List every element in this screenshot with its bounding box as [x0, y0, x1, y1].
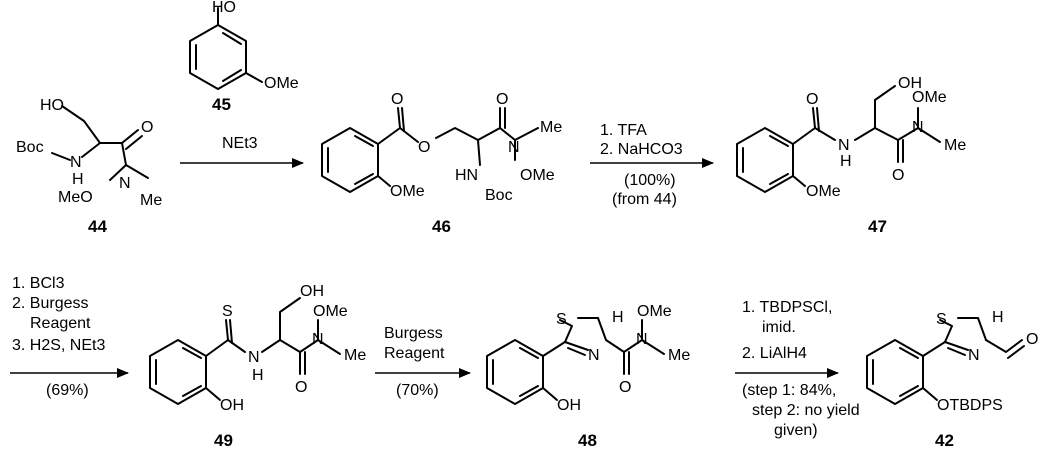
atom-label: OH [898, 75, 922, 92]
atom-label: HO [40, 97, 64, 114]
atom-label: N [312, 331, 324, 348]
atom-label: Me [944, 137, 966, 154]
compound-44: HO Boc N H O N MeO Me 44 [16, 97, 162, 236]
atom-label: HO [212, 0, 236, 16]
compound-number: 47 [868, 217, 887, 236]
atom-label: O [141, 119, 153, 136]
atom-label: H [612, 309, 624, 326]
atom-label: O [295, 379, 307, 396]
reaction-arrow-1: NEt3 [180, 135, 304, 168]
atom-label: H [840, 153, 852, 170]
compound-47: OH O N H N OMe Me O OMe 47 [736, 75, 966, 236]
compound-number: 46 [432, 217, 451, 236]
atom-label: HN [455, 167, 478, 184]
atom-label: Me [668, 347, 690, 364]
atom-label: OMe [912, 89, 947, 106]
reagent-label: imid. [762, 319, 796, 336]
reagent-label: 2. Burgess [12, 295, 88, 312]
reaction-arrow-5: 1. TBDPSCl, imid. 2. LiAlH4 (step 1: 84%… [735, 299, 860, 439]
reagent-label: 1. TFA [600, 122, 647, 139]
reaction-arrow-3: 1. BCl3 2. Burgess Reagent 3. H2S, NEt3 … [10, 275, 129, 399]
atom-label: Me [540, 119, 562, 136]
yield-label: step 2: no yield [752, 402, 860, 419]
reagent-label: Burgess [384, 325, 443, 342]
atom-label: OMe [264, 75, 299, 92]
atom-label: OH [220, 397, 244, 414]
atom-label: OMe [390, 183, 425, 200]
compound-49: S N H OH O N OMe Me OH 49 [149, 283, 366, 450]
atom-label: H [992, 309, 1004, 326]
atom-label: Boc [16, 139, 44, 156]
atom-label: MeO [58, 189, 93, 206]
compound-48: S N H O N OMe Me OH 48 [486, 303, 690, 450]
reagent-label: 3. H2S, NEt3 [12, 337, 105, 354]
yield-label: (100%) [624, 172, 676, 189]
atom-label: O [1026, 331, 1038, 348]
compound-46: O O O N Me OMe HN Boc OMe 46 [321, 91, 562, 236]
atom-label: Me [344, 347, 366, 364]
compound-number: 42 [935, 431, 954, 450]
yield-label: given) [774, 422, 818, 439]
atom-label: OTBDPS [937, 397, 1003, 414]
reagent-label: 2. LiAlH4 [742, 345, 807, 362]
atom-label: H [252, 367, 264, 384]
atom-label: O [391, 91, 403, 108]
atom-label: S [936, 311, 947, 328]
atom-label: O [806, 91, 818, 108]
reagent-label: NEt3 [222, 135, 258, 152]
reagent-label: Reagent [30, 315, 91, 332]
yield-label: (69%) [46, 382, 89, 399]
atom-label: OMe [313, 303, 348, 320]
atom-label: S [222, 303, 233, 320]
compound-45: HO OMe 45 [189, 0, 299, 114]
reagent-label: 1. TBDPSCl, [742, 299, 832, 316]
atom-label: N [912, 119, 924, 136]
atom-label: OMe [520, 167, 555, 184]
reagent-label: Reagent [384, 345, 445, 362]
reagent-label: 2. NaHCO3 [600, 141, 683, 158]
atom-label: OMe [637, 303, 672, 320]
reagent-label: 1. BCl3 [12, 275, 65, 292]
compound-42: S N H O OTBDPS 42 [866, 309, 1038, 450]
yield-label: (from 44) [612, 191, 677, 208]
compound-number: 44 [88, 217, 107, 236]
yield-label: (70%) [396, 382, 439, 399]
atom-label: OH [557, 397, 581, 414]
atom-label: N [838, 137, 850, 154]
atom-label: S [556, 311, 567, 328]
atom-label: N [588, 347, 600, 364]
compound-number: 49 [214, 431, 233, 450]
atom-label: O [619, 379, 631, 396]
atom-label: N [636, 331, 648, 348]
atom-label: OMe [806, 183, 841, 200]
atom-label: O [418, 139, 430, 156]
compound-number: 45 [212, 95, 231, 114]
yield-label: (step 1: 84%, [742, 382, 836, 399]
atom-label: Boc [485, 187, 513, 204]
atom-label: Me [140, 192, 162, 209]
atom-label: O [496, 91, 508, 108]
atom-label: N [508, 139, 520, 156]
atom-label: N [119, 175, 131, 192]
atom-label: N [70, 154, 82, 171]
compound-number: 48 [578, 431, 597, 450]
atom-label: H [72, 171, 84, 188]
atom-label: OH [300, 283, 324, 300]
atom-label: N [248, 349, 260, 366]
reaction-arrow-4: Burgess Reagent (70%) [375, 325, 471, 399]
reaction-arrow-2: 1. TFA 2. NaHCO3 (100%) (from 44) [590, 122, 714, 208]
atom-label: N [968, 347, 980, 364]
atom-label: O [892, 167, 904, 184]
